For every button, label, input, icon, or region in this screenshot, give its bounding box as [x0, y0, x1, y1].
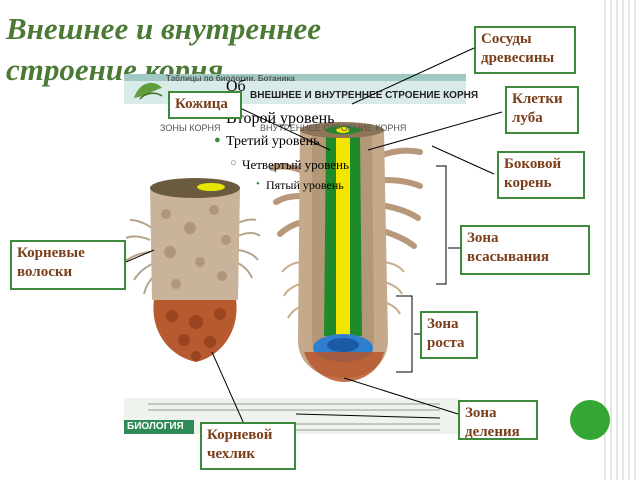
poster-zones-label: ЗОНЫ КОРНЯ [160, 123, 221, 133]
slide-side-stripes [600, 0, 640, 480]
poster-header-text: ВНЕШНЕЕ И ВНУТРЕННЕЕ СТРОЕНИЕ КОРНЯ [250, 90, 479, 101]
bullet-icon: ● [214, 134, 221, 146]
outline-level-2: ●Второй уровень [214, 110, 334, 128]
leader-lines [125, 47, 503, 425]
label-phloem: Клетки луба [505, 86, 579, 134]
poster-banner-text: Таблицы по биологии. Ботаника [166, 74, 295, 83]
zone-brackets [396, 165, 447, 373]
poster-top-banner-band [124, 74, 466, 81]
label-growth-zone: Зона роста [420, 311, 478, 359]
label-lateral-root: Боковой корень [497, 151, 585, 199]
leaf-logo-icon [134, 82, 163, 100]
external-root-model [123, 178, 261, 362]
bullet-icon: • [256, 178, 260, 190]
poster-inner-label: ВНУТРЕННЕЕ СТРОЕНИЕ КОРНЯ [260, 123, 407, 133]
poster-bottom-label: БИОЛОГИЯ [127, 421, 184, 432]
outline-level-4: ○Четвертый уровень [230, 157, 349, 172]
label-skin: Кожица [168, 91, 242, 119]
internal-root-section [269, 122, 423, 382]
outline-level-1: Об [226, 78, 246, 95]
label-root-hairs: Корневые волоски [10, 240, 126, 290]
outline-level-3: ●Третий уровень [214, 134, 320, 149]
label-root-cap: Корневой чехлик [200, 422, 296, 470]
label-division-zone: Зона деления [458, 400, 538, 440]
outline-level-5: •Пятый уровень [256, 178, 344, 192]
poster-bottom-band [124, 420, 194, 434]
green-circle-decoration [570, 400, 610, 440]
label-vessels: Сосуды древесины [474, 26, 576, 74]
label-absorption-zone: Зона всасывания [460, 225, 590, 275]
circle-bullet-icon: ○ [230, 157, 237, 169]
